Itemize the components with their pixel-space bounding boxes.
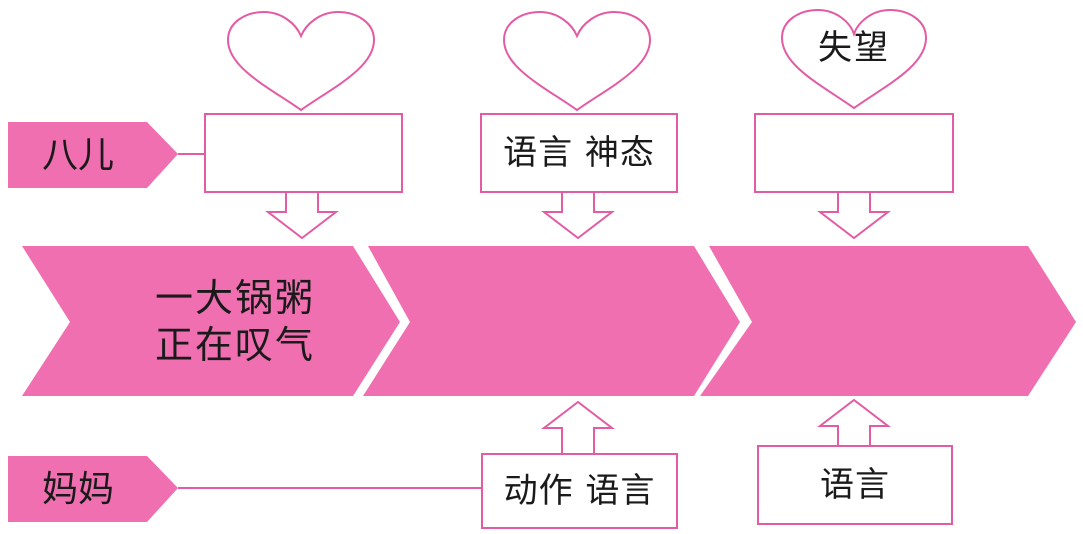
baer-box-3-text: [755, 114, 953, 192]
baer-box-3-outline: [754, 113, 954, 193]
up-arrow-2: [541, 400, 615, 455]
event-chevron-2: [363, 246, 740, 396]
mama-box-3-outline: [757, 445, 953, 525]
heart-text-3: 失望: [818, 27, 890, 68]
baer-box-1-text: [205, 114, 402, 192]
event-1-line-2: 正在叹气: [154, 323, 315, 367]
down-arrow-2: [541, 191, 615, 240]
character-tag-mama-shape: [8, 456, 178, 522]
event-chevron-3: [700, 246, 1076, 396]
event-3-text: [770, 270, 1030, 374]
down-arrow-1: [265, 191, 339, 240]
character-label-mama: 妈妈: [41, 468, 114, 510]
heart-outline-3: [780, 8, 928, 110]
heart-outline-1: [226, 10, 376, 112]
baer-box-2-outline: [480, 113, 678, 193]
event-chevron-1: [22, 246, 400, 396]
heart-text-1: [236, 18, 366, 74]
mama-box-2-outline: [481, 453, 678, 529]
event-2-text: [430, 270, 690, 374]
character-label-baer: 八儿: [41, 134, 114, 176]
heart-text-2: [512, 18, 642, 74]
up-arrow-3: [817, 398, 891, 447]
heart-outline-2: [502, 10, 652, 112]
character-tag-baer-shape: [8, 122, 178, 188]
down-arrow-3: [817, 191, 891, 240]
event-1-text: 一大锅粥 正在叹气: [120, 270, 350, 374]
mama-box-3-text: 语言: [820, 464, 890, 505]
baer-box-1-outline: [204, 113, 403, 193]
event-1-line-1: 一大锅粥: [154, 275, 315, 320]
mama-box-2-text: 动作 语言: [503, 470, 656, 511]
baer-box-2-text: 语言 神态: [503, 132, 655, 173]
